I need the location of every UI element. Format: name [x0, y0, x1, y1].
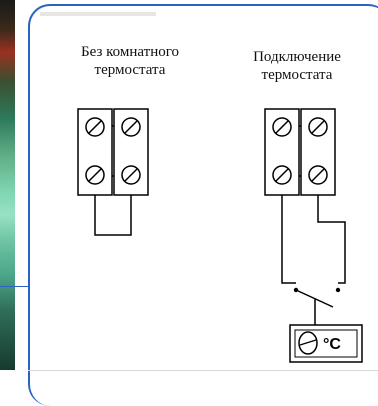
thermostat-wiring — [281, 195, 346, 325]
screw-icons-right — [272, 117, 328, 185]
caption-with-thermostat-line2: термостата — [261, 67, 333, 83]
panel-header-tab — [40, 12, 156, 16]
bottom-rule — [28, 370, 378, 371]
caption-no-thermostat-line2: термостата — [94, 62, 166, 78]
switch-contact-left — [293, 287, 299, 293]
switch-contact-right — [335, 287, 341, 293]
caption-no-thermostat-line1: Без комнатного — [80, 44, 180, 60]
caption-with-thermostat: Подключение термостата — [222, 48, 372, 84]
screw-slot — [88, 120, 102, 134]
screw-icons-left — [85, 117, 141, 185]
divider-line — [0, 286, 40, 287]
background-photo-strip — [0, 0, 15, 370]
switch-lever — [295, 289, 334, 308]
thermostat-box: °C — [289, 324, 363, 363]
thermometer-bulb-icon — [298, 331, 318, 355]
jumper-wire — [94, 195, 132, 236]
caption-with-thermostat-line1: Подключение — [253, 49, 341, 65]
caption-no-thermostat: Без комнатного термостата — [55, 43, 205, 79]
thermostat-label: °C — [323, 336, 341, 353]
